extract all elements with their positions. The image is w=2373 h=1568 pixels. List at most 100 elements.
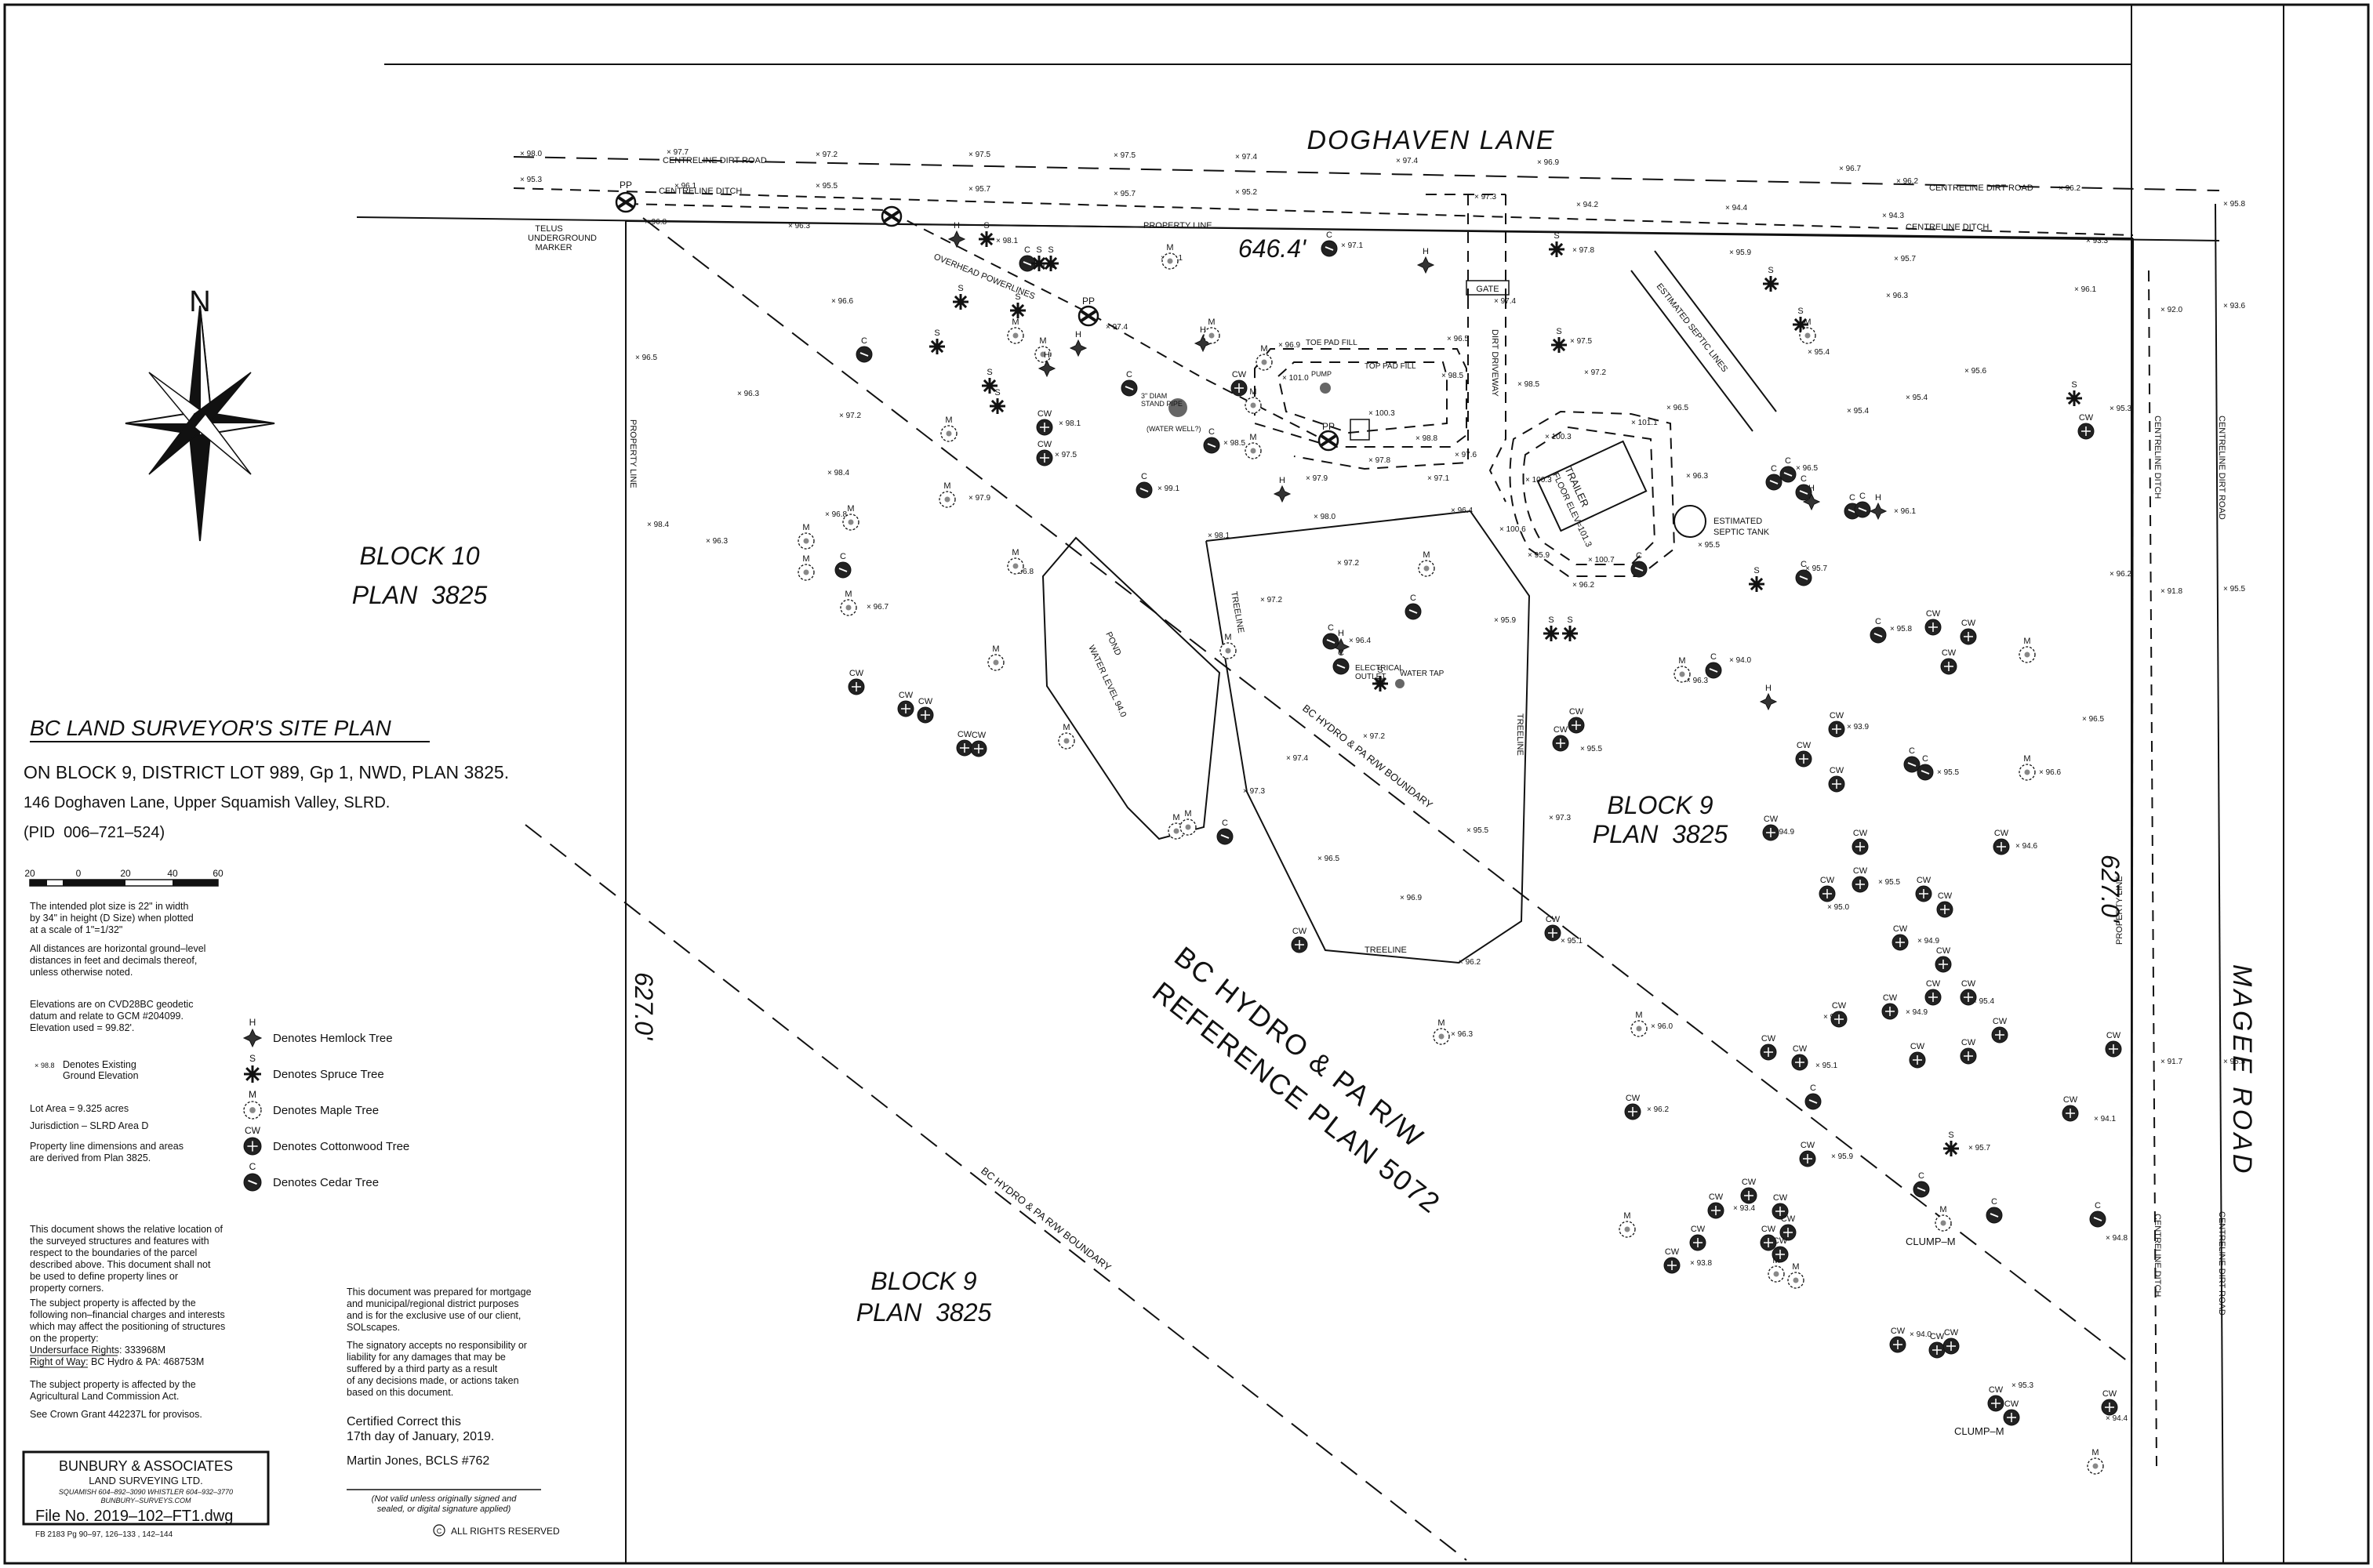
elevation-mark: × 96.2 xyxy=(2059,184,2081,193)
power-pole xyxy=(1077,305,1099,327)
tree-code-label: CW xyxy=(2079,413,2094,423)
firm-name-2: LAND SURVEYING LTD. xyxy=(89,1475,202,1486)
north-arrow: N xyxy=(125,285,275,542)
maple-tree-icon xyxy=(1161,252,1179,270)
maple-tree-icon xyxy=(1245,442,1262,459)
note-derived: are derived from Plan 3825. xyxy=(30,1152,151,1163)
tree-code-label: S xyxy=(2071,380,2077,390)
tree-code-label: CW xyxy=(1910,1042,1925,1051)
elevation-mark: × 97.3 xyxy=(1549,814,1572,822)
tree-code-label: CW xyxy=(958,730,972,739)
hemlock-tree-icon xyxy=(1038,359,1056,378)
note-distances: All distances are horizontal ground–leve… xyxy=(30,943,205,954)
elevation-mark: × 98.5 xyxy=(1223,439,1246,448)
cedar-tree-icon xyxy=(1705,662,1722,679)
cottonwood-tree-icon xyxy=(1915,885,1932,902)
elevation-mark: × 97.4 xyxy=(1286,754,1309,763)
tree-code-label: CW xyxy=(1926,979,1941,989)
elevation-mark: × 96.9 xyxy=(1400,894,1423,902)
cottonwood-tree-icon xyxy=(1791,1054,1808,1071)
tree-code-label: M xyxy=(1939,1205,1946,1214)
elevation-mark: × 97.1 xyxy=(1427,474,1450,483)
top-pad-fill xyxy=(1277,361,1448,434)
spruce-tree-icon xyxy=(982,378,998,394)
elevation-mark: × 95.7 xyxy=(1894,255,1917,263)
stand-pipe-label: STAND PIPE xyxy=(1141,400,1183,408)
tree-code-label: CW xyxy=(1989,1385,2004,1395)
cottonwood-tree-icon xyxy=(897,700,914,717)
elevation-mark: × 95.3 xyxy=(520,176,543,184)
elevation-mark: × 97.8 xyxy=(1368,456,1391,465)
tree-code-label: CW xyxy=(1961,619,1976,628)
hydro-boundary-south xyxy=(525,824,1467,1561)
elevation-mark: × 94.9 xyxy=(1772,828,1795,837)
water-tap-label: WATER TAP xyxy=(1400,670,1445,678)
tree-code-label: M xyxy=(1792,1262,1799,1272)
elevation-mark: × 94.4 xyxy=(1725,204,1748,212)
tree-code-label: S xyxy=(1036,245,1041,255)
telus-marker-label: TELUS xyxy=(535,224,562,234)
cedar-tree-icon xyxy=(1121,379,1138,397)
stand-pipe xyxy=(1168,398,1187,417)
tree-code-label: M xyxy=(1804,318,1811,327)
treeline-label: TREELINE xyxy=(1515,713,1524,756)
maple-tree-icon xyxy=(940,425,958,442)
tree-code-label: M xyxy=(1184,809,1191,818)
elevation-mark: × 97.2 xyxy=(816,151,838,159)
elevation-mark: × 96.3 xyxy=(737,390,760,398)
elevation-mark: × 96.9 xyxy=(1537,158,1560,167)
block10-label: BLOCK 10 xyxy=(360,542,480,570)
elevation-mark: × 96.2 xyxy=(1459,958,1481,967)
tree-code-label: CW xyxy=(972,731,987,740)
cottonwood-tree-icon xyxy=(1689,1234,1706,1251)
dirt-driveway xyxy=(1426,194,1506,298)
file-number: File No. 2019–102–FT1.dwg xyxy=(35,1508,233,1525)
tree-code-label: M xyxy=(1423,550,1430,560)
cedar-tree-icon xyxy=(1779,466,1797,483)
note-signatory: of any decisions made, or actions taken xyxy=(347,1375,519,1386)
treeline-label: TREELINE xyxy=(1365,946,1407,955)
elevation-mark: × 97.1 xyxy=(1341,241,1364,250)
cottonwood-tree-icon xyxy=(1852,876,1869,893)
tree-code-label: S xyxy=(1768,266,1773,275)
tree-code-label: M xyxy=(1172,813,1179,822)
note-signatory: liability for any damages that may be xyxy=(347,1352,506,1363)
cottonwood-tree-icon xyxy=(1940,658,1957,675)
note-signatory: suffered by a third party as a result xyxy=(347,1363,498,1374)
tree-code-label: CW xyxy=(1038,440,1052,449)
cottonwood-tree-icon xyxy=(1828,775,1845,793)
spruce-tree-icon xyxy=(1749,576,1764,592)
tree-code-label: H xyxy=(1808,484,1815,493)
trailer-area xyxy=(1509,410,1676,577)
elevation-mark: × 97.6 xyxy=(1455,451,1477,459)
pond xyxy=(1041,536,1221,840)
tree-code-label: C xyxy=(1410,593,1416,603)
signer-name: Martin Jones, BCLS #762 xyxy=(347,1454,489,1468)
telus-marker-label: UNDERGROUND xyxy=(528,234,597,243)
tree-code-label: CW xyxy=(1830,766,1844,775)
elevation-mark: × 96.2 xyxy=(1896,177,1919,186)
elevation-mark: × 97.4 xyxy=(1106,323,1128,332)
legend-code: S xyxy=(249,1053,256,1064)
pump-house xyxy=(1350,419,1370,441)
maple-tree-icon xyxy=(1619,1221,1636,1238)
elevation-mark: × 97.4 xyxy=(1494,297,1517,306)
spruce-tree-icon xyxy=(1551,337,1567,353)
note-crown-grant: See Crown Grant 442237L for provisos. xyxy=(30,1409,202,1420)
tree-code-label: CW xyxy=(1994,829,2009,838)
tree-code-label: M xyxy=(802,523,809,532)
tree-code-label: M xyxy=(845,590,852,599)
centreline-ditch-label: CENTRELINE DITCH xyxy=(2153,416,2162,499)
top-pad-fill-label: TOP PAD FILL xyxy=(1365,362,1416,371)
elevation-mark: × 94.4 xyxy=(2106,1414,2128,1423)
centreline-ditch-label: CENTRELINE DITCH xyxy=(1906,223,1989,232)
cottonwood-tree-icon xyxy=(1960,628,1977,645)
elevation-mark: × 95.1 xyxy=(1561,937,1583,946)
elevation-mark: × 95.9 xyxy=(1528,551,1550,560)
cedar-tree-icon xyxy=(243,1173,262,1192)
tree-code-label: CW xyxy=(1893,924,1908,934)
elevation-mark: × 97.9 xyxy=(968,494,991,503)
elevation-mark: × 96.3 xyxy=(1451,1030,1474,1039)
